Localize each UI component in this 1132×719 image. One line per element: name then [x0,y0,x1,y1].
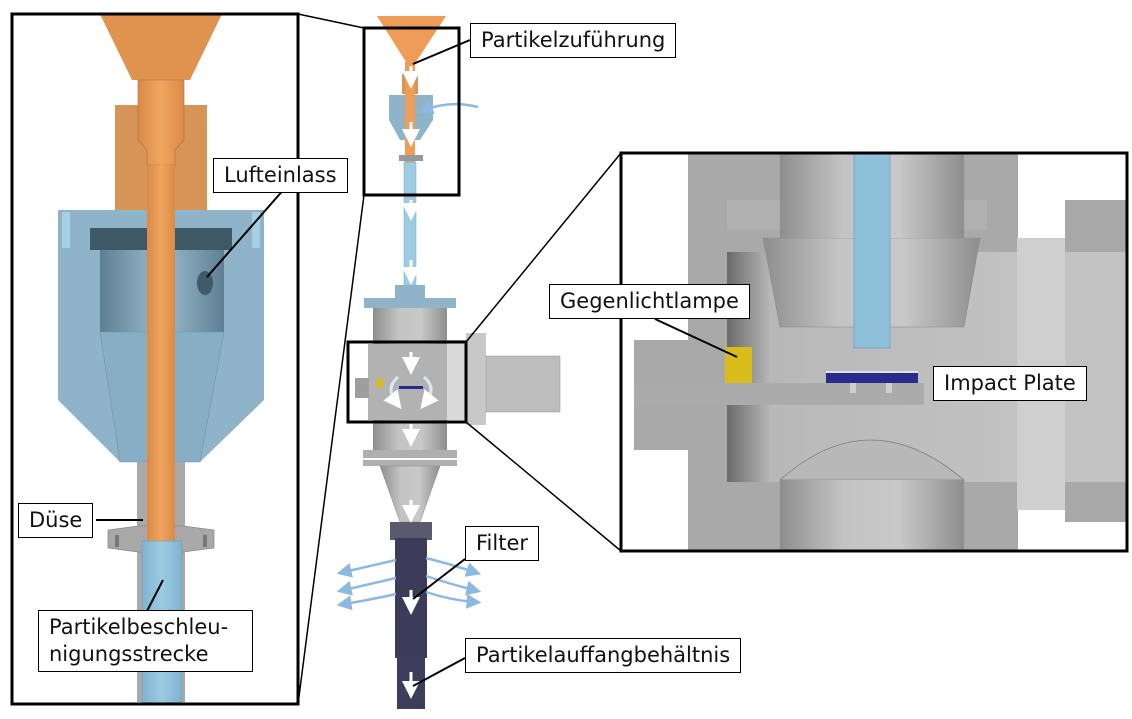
upper-detail-inset [10,12,300,706]
leader-beschleunigung [145,579,164,614]
apparatus-overview [336,16,561,709]
filter [390,522,432,540]
zoom-connector [297,194,365,705]
leader-partikelzufuehrung [412,39,471,65]
label-impact-plate: Impact Plate [933,366,1087,401]
zoom-connector [465,421,622,552]
label-gegenlichtlampe: Gegenlichtlampe [549,284,750,319]
leader-filter [412,558,466,600]
impact-plate [826,373,918,383]
feed-funnel [100,14,222,100]
zoom-connector [297,13,365,29]
leader-lines [96,39,738,687]
side-port [485,355,561,413]
label-beschleunigungsstrecke: Partikelbeschleu- nigungsstrecke [38,610,253,672]
feed-tube [147,165,175,541]
leader-auffang [412,657,466,687]
leader-gegenlichtlampe [654,318,738,358]
air-inlet-hole [197,271,213,295]
label-lufteinlass: Lufteinlass [213,158,348,193]
zoom-connector [465,152,622,343]
label-auffangbehaelter: Partikelauffangbehältnis [465,638,742,673]
label-filter: Filter [465,526,540,561]
leader-lufteinlass [206,187,286,278]
impact-detail-frame [619,151,1129,553]
label-duese: Düse [18,503,94,538]
impact-detail-inset [619,151,1129,553]
label-partikelzufuehrung: Partikelzuführung [470,23,677,58]
impact-zoom-frame [346,340,468,424]
upper-detail-frame [10,12,300,706]
nozzle-tube-detail [853,153,891,349]
upper-zoom-frame [362,26,461,197]
air-flow-arrow [418,100,479,115]
